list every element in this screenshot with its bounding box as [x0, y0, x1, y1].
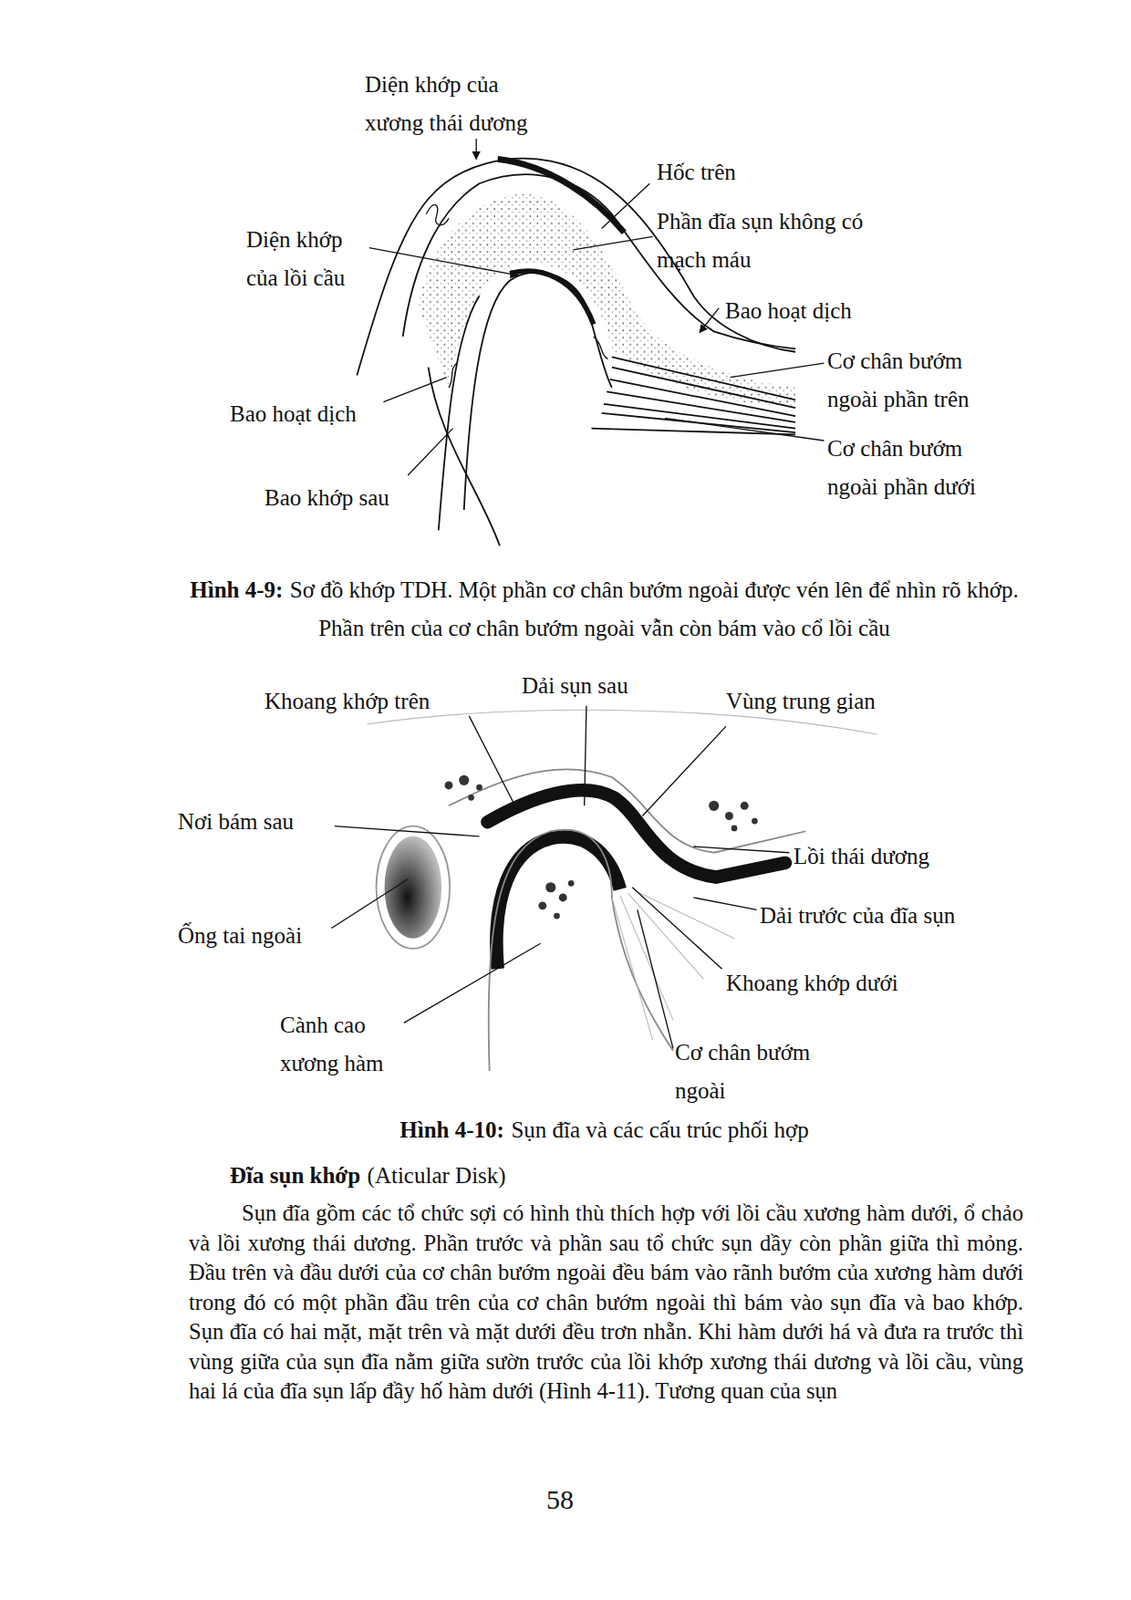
label-wrap: Cơ chân bướm ngoài: [674, 1033, 817, 1111]
part-label: Khoang khớp dưới: [726, 970, 899, 996]
part-label: Cơ chân bướm ngoài phần dưới: [827, 435, 976, 499]
label-wrap: Dải trước của đĩa sụn: [759, 896, 955, 935]
leader-lines-2: [331, 705, 789, 1049]
section-heading-english: (Aticular Disk): [367, 1162, 507, 1188]
label-wrap: Cành cao xương hàm: [280, 1006, 413, 1083]
tmj-figure-2: [367, 709, 878, 1071]
figure-caption: Sơ đồ khớp TDH. Một phần cơ chân bướm ng…: [290, 577, 1019, 641]
figure-caption: Sụn đĩa và các cấu trúc phối hợp: [510, 1117, 809, 1142]
part-label: Cơ chân bướm ngoài: [674, 1039, 810, 1103]
figure-number: Hình 4-10:: [399, 1117, 505, 1142]
label-wrap: Cơ chân bướm ngoài phần dưới: [827, 429, 1015, 507]
part-label: Diện khớp của xương thái dương: [364, 72, 529, 135]
part-label: Hốc trên: [656, 159, 737, 185]
part-label: Khoang khớp trên: [264, 688, 430, 714]
label-wrap: Cơ chân bướm ngoài phần trên: [827, 342, 1015, 419]
label-wrap: Vùng trung gian: [726, 682, 876, 721]
figure-number: Hình 4-9:: [189, 577, 283, 602]
part-label: Bao khớp sau: [264, 485, 390, 510]
label-wrap: Khoang khớp dưới: [726, 964, 899, 1003]
part-label: Bao hoạt dịch: [725, 298, 852, 323]
part-label: Lồi thái dương: [793, 843, 930, 869]
label-wrap: Ống tai ngoài: [177, 916, 302, 955]
part-label: Dải trước của đĩa sụn: [759, 902, 955, 928]
caption-wrap: Hình 4-9: Sơ đồ khớp TDH. Một phần cơ châ…: [186, 570, 1022, 648]
heading-wrap: Đĩa sụn khớp(Aticular Disk): [229, 1160, 507, 1192]
label-wrap: Bao hoạt dịch: [725, 291, 852, 331]
paragraph-wrap: Sụn đĩa gồm các tổ chức sợi có hình thù …: [188, 1198, 1024, 1407]
label-wrap: Bao hoạt dịch: [229, 394, 357, 434]
label-wrap: Lồi thái dương: [793, 837, 930, 876]
part-label: Dải sụn sau: [521, 673, 629, 698]
label-wrap: Phần đĩa sụn không có mạch máu: [656, 202, 883, 280]
part-label: Nơi bám sau: [177, 809, 294, 834]
label-wrap: Khoang khớp trên: [264, 682, 430, 721]
caption-wrap: Hình 4-10:Sụn đĩa và các cấu trúc phối h…: [186, 1110, 1022, 1150]
label-wrap: Bao khớp sau: [264, 478, 390, 518]
label-wrap: Diện khớp của xương thái dương: [364, 65, 561, 143]
part-label: Bao hoạt dịch: [229, 401, 357, 426]
label-wrap: Hốc trên: [656, 153, 737, 192]
part-label: Ống tai ngoài: [177, 923, 302, 948]
label-wrap: Diện khớp của lồi cầu: [246, 220, 379, 298]
part-label: Cơ chân bướm ngoài phần trên: [827, 348, 970, 412]
label-wrap: Dải sụn sau: [521, 666, 629, 706]
part-label: Vùng trung gian: [726, 688, 876, 714]
page-number: 58: [546, 1483, 574, 1515]
part-label: Diện khớp của lồi cầu: [246, 227, 345, 291]
part-label: Phần đĩa sụn không có mạch máu: [656, 208, 863, 272]
body-paragraph: Sụn đĩa gồm các tổ chức sợi có hình thù …: [188, 1200, 1024, 1403]
section-heading: Đĩa sụn khớp: [229, 1162, 361, 1188]
label-wrap: Nơi bám sau: [177, 802, 294, 841]
page-number-wrap: 58: [0, 1481, 1126, 1518]
part-label: Cành cao xương hàm: [280, 1012, 384, 1076]
